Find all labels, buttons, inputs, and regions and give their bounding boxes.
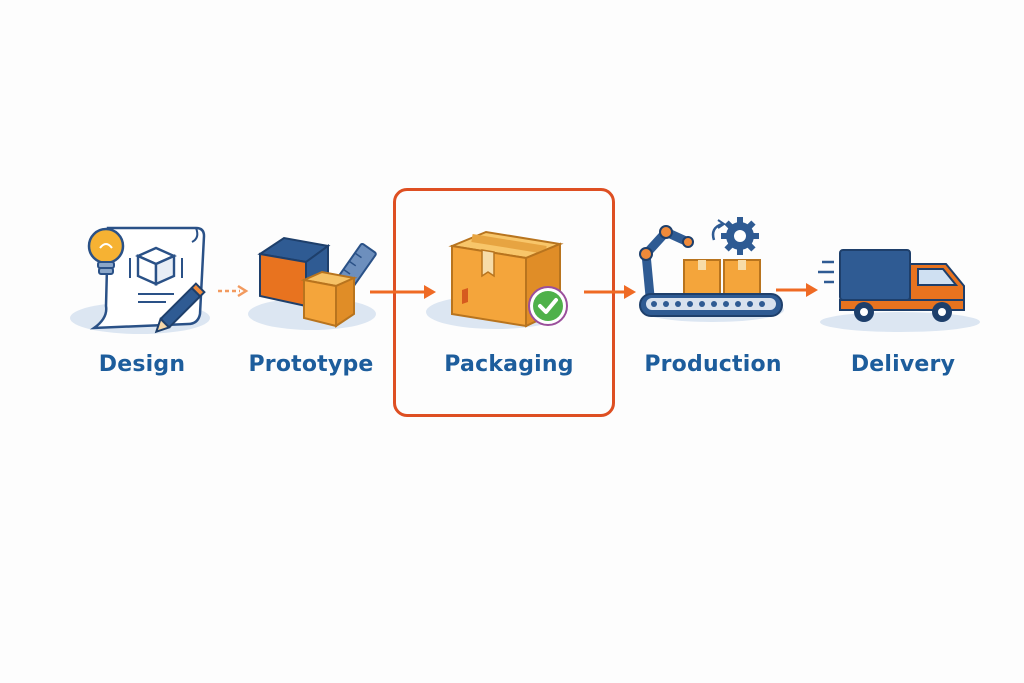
arrow-icon (776, 283, 818, 297)
step-label-packaging: Packaging (444, 352, 574, 377)
conveyor-robot-icon (639, 217, 784, 322)
packaging-highlight-frame (393, 188, 615, 417)
arrow-icon (218, 284, 249, 298)
arrow-icon (370, 285, 436, 299)
lightbulb-blueprint-icon (70, 226, 210, 334)
step-label-production: Production (644, 352, 782, 377)
step-label-prototype: Prototype (248, 352, 374, 377)
delivery-truck-icon (818, 249, 980, 332)
prototype-blocks-icon (248, 236, 377, 330)
step-label-delivery: Delivery (850, 352, 956, 377)
package-check-icon (426, 230, 568, 329)
arrow-icon (584, 285, 636, 299)
step-label-design: Design (98, 352, 186, 377)
